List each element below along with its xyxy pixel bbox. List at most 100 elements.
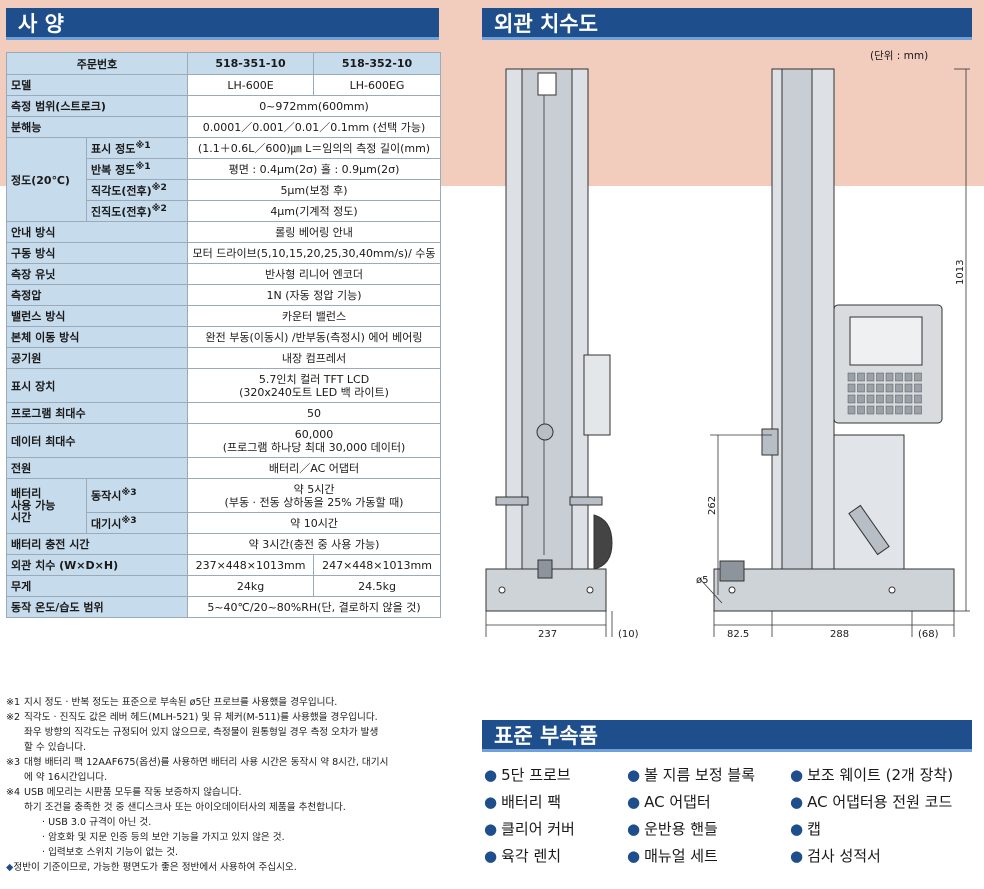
spec-row-model: 모델 LH-600E LH-600EG (5, 74, 442, 96)
spec-row-programs: 프로그램 최대수 50 (5, 402, 442, 424)
spec-row-accuracy-repeat: 반복 정도※1 평면 : 0.4μm(2σ) 홀 : 0.9μm(2σ) (7, 158, 442, 180)
keypad-key (857, 394, 865, 404)
side-body (833, 434, 905, 570)
row-label: 표시 정도※1 (85, 137, 189, 159)
spec-row-data-max: 데이터 최대수 60,000(프로그램 하나당 최대 30,000 데이터) (5, 423, 442, 458)
keypad-key (847, 394, 856, 404)
row-label: 밸런스 방식 (5, 305, 189, 327)
keypad-key (895, 405, 903, 415)
item-text: 검사 성적서 (807, 847, 881, 865)
row-label: 외관 치수 (W×D×H) (5, 554, 189, 576)
item-text: 육각 렌치 (501, 847, 562, 865)
list-item: ●AC 어댑터 (627, 789, 755, 816)
dimension-section-header: 외관 치수도 (482, 8, 972, 40)
footnote-mark: ※1 (135, 139, 151, 151)
label-text: 대기시 (91, 517, 122, 531)
row-label: 전원 (5, 457, 189, 479)
row-value: 237×448×1013mm (187, 554, 315, 576)
value-line: (320x240도트 LED 백 라이트) (239, 385, 389, 399)
footnote-mark: ※2 (6, 712, 21, 723)
bullet-icon: ● (790, 847, 804, 865)
spec-row-accuracy-straightness: 진직도(전후)※2 4μm(기계적 정도) (7, 200, 442, 222)
row-label: 구동 방식 (5, 242, 189, 264)
accessories-col-1: ●5단 프로브 ●배터리 팩 ●클리어 커버 ●육각 렌치 (484, 762, 575, 870)
keypad-key (876, 383, 884, 393)
front-handle-left (495, 496, 529, 506)
row-value: LH-600E (187, 74, 315, 96)
footnote-text: 할 수 있습니다. (24, 742, 87, 753)
bullet-icon: ● (790, 766, 804, 784)
row-value: 평면 : 0.4μm(2σ) 홀 : 0.9μm(2σ) (187, 158, 442, 180)
list-item: ●육각 렌치 (484, 843, 575, 870)
label-text: 진직도(전후) (91, 205, 152, 219)
value-line: (부동 · 전동 상하동을 25% 가동할 때) (224, 495, 404, 509)
spec-row-power: 전원 배터리／AC 어댑터 (5, 457, 442, 479)
list-item: ●클리어 커버 (484, 816, 575, 843)
row-value: 50 (187, 402, 442, 424)
bullet-icon: ● (484, 766, 498, 784)
spec-header-row: 주문번호 518-351-10 518-352-10 (5, 52, 442, 75)
label-text: 표시 정도 (91, 142, 136, 156)
dim-side-left: 82.5 (727, 629, 749, 640)
row-value: 0~972mm(600mm) (187, 95, 442, 117)
bullet-icon: ● (790, 793, 804, 811)
footnote-bullet: · USB 3.0 규격이 아닌 것. (42, 817, 152, 828)
model-code-2: 518-352-10 (313, 52, 442, 75)
keypad-key (857, 405, 865, 415)
item-text: 운반용 핸들 (644, 820, 718, 838)
value-line: 약 5시간 (293, 482, 335, 496)
keypad-key (885, 383, 894, 393)
row-label: 분해능 (5, 116, 189, 138)
row-value: 배터리／AC 어댑터 (187, 457, 442, 479)
front-foot-hole (586, 586, 594, 594)
dim-line-probe (699, 578, 723, 604)
row-label: 동작시※3 (85, 478, 189, 513)
front-knob (536, 423, 554, 441)
spec-row-weight: 무게 24kg 24.5kg (5, 575, 442, 597)
row-label: 공기원 (5, 347, 189, 369)
footnote-bullet: · 암호화 및 지문 인증 등의 보안 기능을 가지고 있지 않은 것. (42, 832, 285, 843)
keypad-key (904, 372, 913, 382)
spec-row-accuracy-perpendicular: 직각도(전후)※2 5μm(보정 후) (7, 179, 442, 201)
spec-row-force: 측정압 1N (자동 정압 기능) (5, 284, 442, 306)
item-text: AC 어댑터 (644, 793, 711, 811)
dim-lower: 262 (707, 496, 718, 515)
list-item: ●볼 지름 보정 블록 (627, 762, 755, 789)
row-value: 5μm(보정 후) (187, 179, 442, 201)
row-value: (1.1＋0.6L／600)㎛ L＝임의의 측정 길이(mm) (187, 137, 442, 159)
keypad-key (914, 394, 922, 404)
row-value: 내장 컴프레서 (187, 347, 442, 369)
label-text: 직각도(전후) (91, 184, 152, 198)
accuracy-group-label: 정도(20℃) (6, 137, 87, 222)
item-text: AC 어댑터용 전원 코드 (807, 793, 953, 811)
label-line: 시간 (11, 511, 32, 524)
item-text: 클리어 커버 (501, 820, 575, 838)
row-label: 측정 범위(스트로크) (5, 95, 189, 117)
dimension-title: 외관 치수도 (494, 12, 598, 36)
row-value: 5~40℃/20~80%RH(단, 결로하지 않을 것) (187, 596, 442, 618)
accessories-section-header: 표준 부속품 (482, 720, 972, 752)
side-foot-hole (888, 586, 896, 594)
footnote-mark: ※2 (151, 181, 167, 193)
keypad-key (904, 405, 913, 415)
footnote-mark: ※2 (151, 202, 167, 214)
diamond-icon: ◆ (6, 862, 14, 873)
keypad-key (866, 372, 875, 382)
keypad (847, 372, 922, 415)
footnote-text: 정반이 기준이므로, 가능한 평면도가 좋은 정반에서 사용하여 주십시오. (13, 862, 297, 873)
list-item: ●배터리 팩 (484, 789, 575, 816)
dim-probe: ø5 (696, 575, 708, 586)
side-probe-holder (761, 428, 779, 456)
footnote-text: 지시 정도 · 반복 정도는 표준으로 부속된 ø5단 프로브를 사용했을 경우… (24, 697, 338, 708)
row-label: 무게 (5, 575, 189, 597)
front-column-center (521, 68, 573, 570)
keypad-key (885, 394, 894, 404)
keypad-key (847, 405, 856, 415)
label-line: 배터리 (11, 487, 42, 500)
row-label: 측장 유닛 (5, 263, 189, 285)
spec-row-dims: 외관 치수 (W×D×H) 237×448×1013mm 247×448×101… (5, 554, 442, 576)
keypad-key (866, 394, 875, 404)
